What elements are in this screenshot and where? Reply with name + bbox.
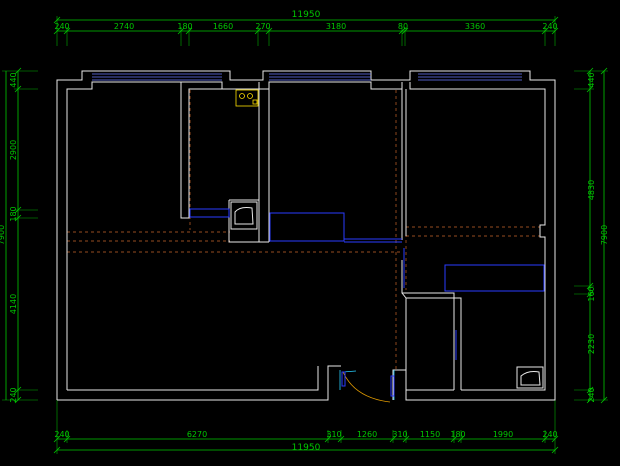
left-dim-4: 4140 (9, 294, 18, 314)
top-total-dim: 11950 (292, 10, 321, 20)
top-dimension-chain: 11950 240 2740 180 1660 270 3180 80 3360… (53, 10, 559, 46)
right-dim-5: 240 (587, 387, 596, 402)
right-dim-2: 4830 (587, 180, 596, 200)
top-dim-9: 240 (542, 22, 557, 31)
windows (92, 73, 522, 81)
top-dim-8: 3360 (465, 22, 485, 31)
washbasin-icon (516, 366, 544, 389)
bottom-total-dim: 11950 (292, 443, 321, 453)
bottom-dim-2: 6270 (187, 430, 207, 439)
bottom-dim-6: 1150 (420, 430, 440, 439)
top-dim-1: 240 (54, 22, 69, 31)
sink-icon (230, 201, 258, 230)
top-dim-4: 1660 (213, 22, 233, 31)
right-dim-1: 440 (587, 72, 596, 87)
cabinet-block (269, 212, 345, 242)
wardrobe-block (444, 264, 545, 292)
counter-segment-left (189, 208, 230, 218)
bottom-dim-4: 1260 (357, 430, 377, 439)
furniture (189, 208, 545, 400)
left-total-dim: 7900 (0, 225, 6, 245)
top-dim-5: 270 (255, 22, 270, 31)
left-dimension-chain: 440 2900 180 4140 240 7900 (0, 67, 38, 404)
interior-walls (180, 82, 462, 390)
door-swing-arc (342, 371, 391, 403)
bottom-dim-1: 240 (54, 430, 69, 439)
right-dim-3: 160 (587, 286, 596, 301)
bottom-dim-5: 310 (392, 430, 407, 439)
stove-icon (235, 89, 259, 107)
right-dimension-chain: 440 4830 160 2230 240 7900 (574, 67, 609, 404)
fixtures (230, 89, 544, 403)
top-dim-2: 2740 (114, 22, 134, 31)
bottom-dim-7: 180 (450, 430, 465, 439)
axis-dashed-lines (67, 90, 540, 370)
bottom-dimension-chain: 240 6270 310 1260 310 1150 180 1990 240 … (53, 400, 559, 454)
right-dim-4: 2230 (587, 334, 596, 354)
top-dim-3: 180 (177, 22, 192, 31)
top-dim-6: 3180 (326, 22, 346, 31)
right-total-dim: 7900 (600, 225, 609, 245)
bottom-dim-9: 240 (542, 430, 557, 439)
left-dim-3: 180 (9, 206, 18, 221)
bottom-dim-3: 310 (326, 430, 341, 439)
left-dim-2: 2900 (9, 140, 18, 160)
left-dim-1: 440 (9, 72, 18, 87)
left-dim-5: 240 (9, 387, 18, 402)
outer-walls (56, 70, 556, 401)
top-dim-7: 80 (398, 22, 408, 31)
bottom-dim-8: 1990 (493, 430, 513, 439)
